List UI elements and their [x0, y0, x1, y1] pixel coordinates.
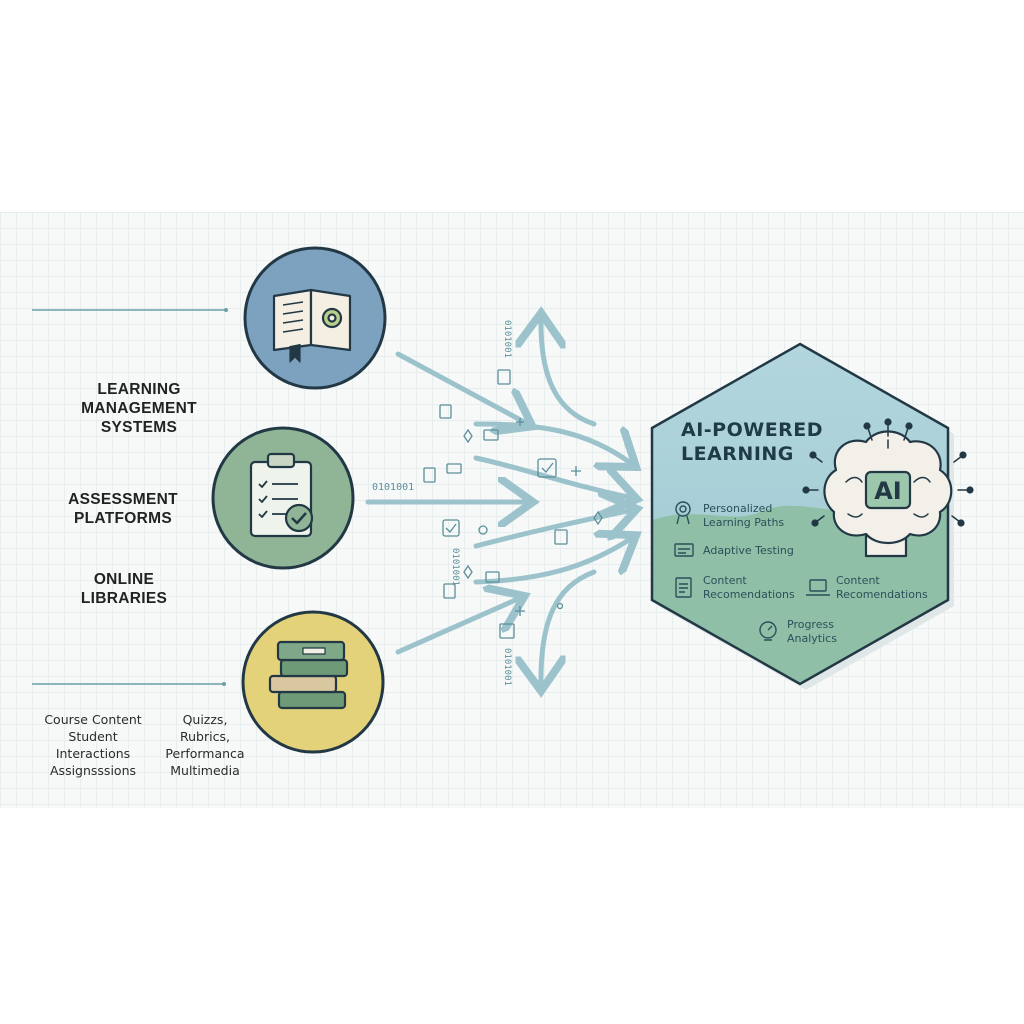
- check-mark: [445, 523, 457, 533]
- lms-label-line: SYSTEMS: [100, 419, 178, 436]
- libraries-label: ONLINE LIBRARIES: [44, 570, 204, 608]
- feature-line: Adaptive Testing: [703, 544, 794, 557]
- diamond-icon: [463, 428, 473, 444]
- data-flow-arrows: [365, 318, 632, 686]
- merge-flow-arrow-2: [473, 455, 632, 498]
- libraries-pointer-dot: [222, 682, 226, 686]
- feature-line: Analytics: [787, 632, 837, 645]
- merge-flow-arrow-4: [473, 538, 632, 585]
- gauge-icon: [759, 621, 777, 641]
- assessment-label: ASSESSMENT PLATFORMS: [36, 490, 210, 528]
- check-mark: [541, 462, 554, 473]
- up-branch-arrow: [541, 318, 597, 427]
- hub-title-line: LEARNING: [681, 443, 794, 465]
- libraries-label-line: LIBRARIES: [80, 590, 168, 607]
- binary-stream: 0101001: [450, 548, 460, 586]
- test-icon: [674, 543, 694, 557]
- target-icon: [675, 501, 691, 525]
- folder-icon: [483, 429, 499, 441]
- chat-icon: [446, 463, 462, 474]
- feature-personalized-paths: Personalized Learning Paths: [703, 502, 813, 530]
- binary-stream: 0101001: [372, 482, 414, 493]
- feature-line: Recomendations: [836, 588, 928, 601]
- libraries-node: [241, 610, 385, 754]
- floating-data-icons: [423, 369, 603, 639]
- lms-label-line: MANAGEMENT: [81, 400, 197, 417]
- binary-stream: 0101001: [502, 320, 512, 358]
- laptop-icon: [806, 579, 830, 596]
- hub-hexagon-outline: [650, 342, 950, 686]
- diamond-icon: [463, 564, 473, 580]
- feature-line: Content: [836, 574, 880, 587]
- assessment-node: [211, 426, 355, 570]
- lms-node: [243, 246, 387, 390]
- merge-flow-arrow-1: [473, 421, 632, 464]
- feature-line: Progress: [787, 618, 834, 631]
- feature-line: Personalized: [703, 502, 773, 515]
- data-type-item: Performanca: [165, 746, 245, 761]
- clipboard-check-icon: [249, 452, 314, 538]
- lms-label-line: LEARNING: [97, 381, 181, 398]
- feature-line: Content: [703, 574, 747, 587]
- data-type-item: Interactions: [55, 746, 131, 761]
- feature-line: Recomendations: [703, 588, 795, 601]
- ai-chip-text: AI: [874, 477, 902, 505]
- file-icon: [499, 623, 515, 639]
- hub-title: AI-POWERED LEARNING: [681, 418, 831, 466]
- dot-icon: [556, 602, 564, 610]
- data-types-left: Course Content Student Interactions Assi…: [34, 711, 152, 779]
- binary-stream: 0101001: [502, 648, 512, 686]
- lms-label: LEARNING MANAGEMENT SYSTEMS: [54, 380, 224, 437]
- file-icon: [554, 529, 568, 545]
- ai-brain-icon: [802, 418, 974, 558]
- lms-flow-arrow: [395, 351, 528, 424]
- down-branch-arrow: [541, 569, 597, 686]
- file-icon: [443, 583, 456, 599]
- feature-content-recommendations: Content Recomendations: [703, 574, 813, 602]
- open-book-icon: [272, 288, 352, 363]
- dot-icon: [478, 525, 488, 535]
- data-type-item: Quizzs,: [182, 712, 228, 727]
- sparkle-icon: [571, 466, 581, 476]
- data-type-item: Student: [68, 729, 118, 744]
- feature-line: Learning Paths: [703, 516, 785, 529]
- book-stack-icon: [268, 640, 349, 710]
- file-icon: [497, 369, 511, 385]
- diamond-icon: [593, 510, 603, 526]
- assessment-label-line: ASSESSMENT: [68, 491, 178, 508]
- check-icon: [442, 519, 460, 537]
- lms-pointer-dot: [224, 308, 228, 312]
- file-icon: [423, 467, 436, 483]
- file-icon: [439, 404, 452, 419]
- feature-progress-analytics: Progress Analytics: [787, 618, 877, 646]
- libraries-label-line: ONLINE: [93, 571, 155, 588]
- data-types-right: Quizzs, Rubrics, Performanca Multimedia: [150, 711, 260, 779]
- hub-title-line: AI-POWERED: [681, 419, 824, 441]
- data-type-item: Course Content: [44, 712, 142, 727]
- data-type-item: Rubrics,: [180, 729, 230, 744]
- data-type-item: Assignsssions: [50, 763, 136, 778]
- feature-content-recommendations-2: Content Recomendations: [836, 574, 946, 602]
- assessment-label-line: PLATFORMS: [74, 510, 172, 527]
- merge-flow-arrow-3: [473, 510, 632, 549]
- data-type-item: Multimedia: [170, 763, 240, 778]
- document-icon: [675, 577, 692, 598]
- folder-icon: [485, 571, 500, 583]
- feature-adaptive-testing: Adaptive Testing: [703, 544, 823, 558]
- sparkle-icon: [516, 418, 524, 426]
- check-icon: [537, 458, 557, 478]
- sparkle-icon: [515, 606, 525, 616]
- libraries-flow-arrow: [395, 598, 520, 655]
